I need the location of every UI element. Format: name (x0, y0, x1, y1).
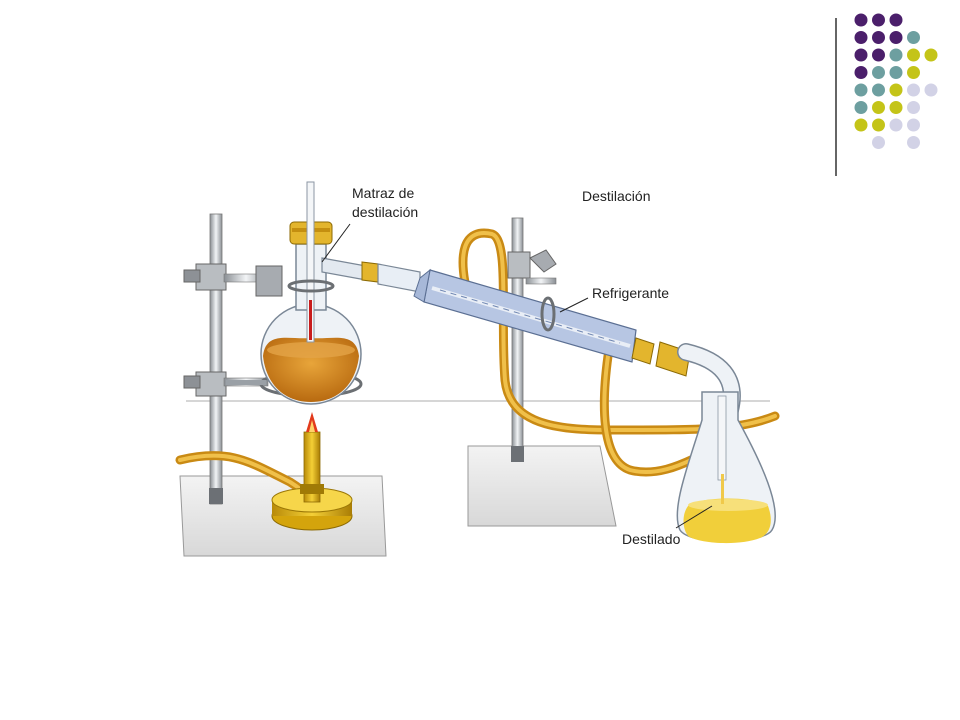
decor-dot-purple (854, 66, 868, 79)
decor-dot-teal (872, 66, 885, 79)
decor-dot-olive (889, 83, 903, 97)
receiving-flask (676, 391, 776, 544)
decor-dot-purple (854, 13, 868, 27)
decor-dot-purple (872, 48, 885, 62)
distillation-flask (260, 181, 367, 405)
decor-dot-teal (854, 83, 868, 97)
decor-dot-teal (907, 31, 920, 44)
decor-dot-lavender (907, 136, 920, 149)
decor-dot-olive (924, 48, 938, 62)
condenser-label: Refrigerante (592, 285, 669, 301)
decor-dot-olive (907, 48, 920, 62)
decorative-dot-grid (854, 13, 938, 149)
decor-dot-olive (907, 66, 920, 79)
bunsen-burner (271, 412, 353, 531)
decor-dot-lavender (907, 101, 920, 114)
decor-dot-lavender (872, 136, 885, 149)
decor-dot-purple (854, 31, 868, 44)
decor-dot-purple (889, 13, 903, 27)
distillate-pointer (675, 505, 713, 529)
decor-dot-teal (872, 83, 885, 97)
decor-dot-lavender (889, 118, 903, 132)
decor-dot-teal (854, 101, 868, 114)
decor-dot-purple (872, 31, 885, 44)
decor-dot-lavender (907, 118, 920, 132)
condenser-pointer (559, 297, 589, 313)
decor-dot-olive (872, 101, 885, 114)
decor-dot-teal (889, 66, 903, 79)
decor-dot-olive (854, 118, 868, 132)
decor-dot-lavender (907, 83, 920, 97)
center-stand (467, 217, 617, 527)
decor-dot-olive (889, 101, 903, 114)
flask-label-line2: destilación (352, 204, 418, 220)
decor-dot-olive (872, 118, 885, 132)
decor-dot-purple (889, 31, 903, 44)
decor-dot-lavender (924, 83, 938, 97)
decor-dot-purple (854, 48, 868, 62)
flask-label-line1: Matraz de (352, 185, 414, 201)
diagram-title: Destilación (582, 188, 650, 204)
distillate-label: Destilado (622, 531, 681, 547)
flask-pointer (321, 223, 351, 263)
decor-dot-purple (872, 13, 885, 27)
decor-dot-teal (889, 48, 903, 62)
